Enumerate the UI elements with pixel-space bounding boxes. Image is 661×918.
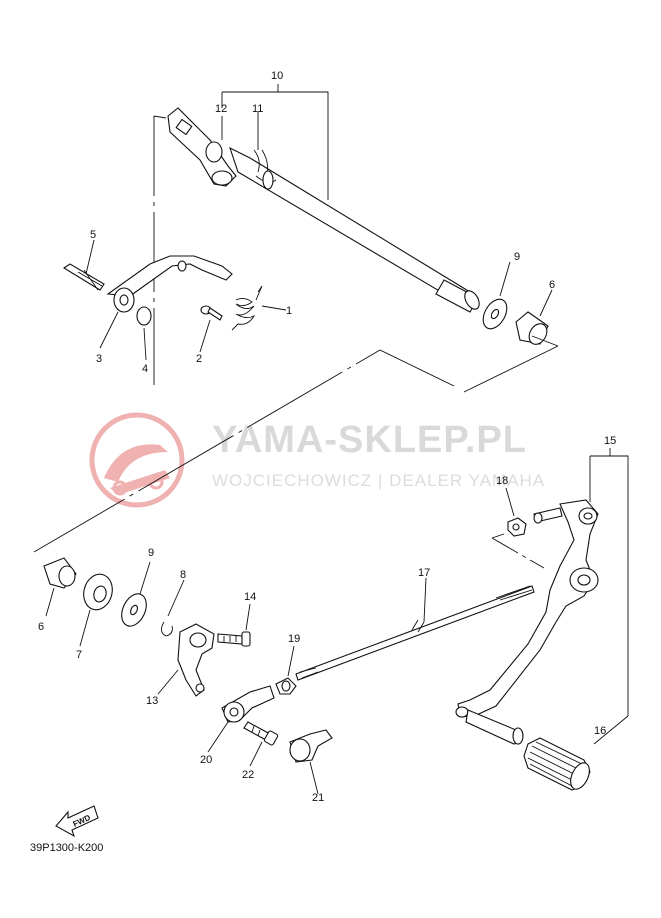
callout-7: 7 bbox=[76, 649, 82, 661]
callout-5: 5 bbox=[90, 229, 96, 241]
callout-12: 12 bbox=[215, 103, 227, 115]
pedal-rubber bbox=[523, 737, 591, 791]
callout-16: 16 bbox=[594, 725, 606, 737]
watermark-title: YAMA-SKLEP.PL bbox=[212, 419, 527, 461]
shift-link-arm bbox=[62, 239, 233, 361]
boot-21 bbox=[289, 729, 333, 795]
bearing bbox=[79, 573, 113, 647]
pedal-frame bbox=[491, 533, 545, 569]
shift-shaft-assembly bbox=[153, 84, 480, 385]
washer-lower bbox=[121, 561, 151, 627]
watermark-subtitle: WOJCIECHOWICZ | DEALER YAMAHA bbox=[212, 471, 545, 490]
rod-end-20 bbox=[207, 685, 275, 753]
callout-6-upper: 6 bbox=[549, 279, 555, 291]
callout-21: 21 bbox=[312, 792, 324, 804]
callouts: 1 2 3 4 5 6 7 8 9 10 11 12 13 14 15 16 1… bbox=[38, 70, 616, 804]
connector-frame bbox=[33, 335, 559, 553]
callout-1: 1 bbox=[286, 305, 292, 317]
shift-lever-13 bbox=[157, 623, 215, 697]
watermark-logo bbox=[89, 412, 185, 508]
bolt-22 bbox=[243, 721, 279, 767]
callout-19: 19 bbox=[288, 633, 300, 645]
watermark: YAMA-SKLEP.PL WOJCIECHOWICZ | DEALER YAM… bbox=[89, 412, 545, 508]
callout-15: 15 bbox=[604, 435, 616, 447]
callout-20: 20 bbox=[200, 754, 212, 766]
nut-19 bbox=[275, 645, 297, 695]
callout-13: 13 bbox=[146, 695, 158, 707]
nut-18 bbox=[505, 487, 563, 537]
callout-8: 8 bbox=[180, 569, 186, 581]
callout-10: 10 bbox=[271, 70, 283, 82]
callout-6-lower: 6 bbox=[38, 621, 44, 633]
callout-2: 2 bbox=[196, 353, 202, 365]
callout-9-lower: 9 bbox=[148, 547, 154, 559]
circlip bbox=[161, 579, 185, 637]
bolt-2 bbox=[199, 305, 223, 353]
callout-9-upper: 9 bbox=[514, 251, 520, 263]
callout-3: 3 bbox=[96, 353, 102, 365]
collar-lower bbox=[43, 557, 77, 617]
callout-18: 18 bbox=[496, 475, 508, 487]
fwd-arrow-icon: FWD bbox=[55, 805, 99, 838]
bolt-14 bbox=[217, 603, 251, 647]
shift-rod bbox=[295, 577, 535, 681]
callout-17: 17 bbox=[418, 567, 430, 579]
collar-upper bbox=[515, 289, 553, 345]
return-spring bbox=[231, 285, 287, 331]
shift-pedal bbox=[455, 448, 629, 745]
callout-11: 11 bbox=[252, 103, 263, 115]
callout-4: 4 bbox=[142, 363, 148, 375]
washer-upper bbox=[482, 261, 511, 330]
callout-14: 14 bbox=[244, 591, 256, 603]
callout-22: 22 bbox=[242, 769, 254, 781]
diagram-code: 39P1300-K200 bbox=[30, 842, 103, 854]
